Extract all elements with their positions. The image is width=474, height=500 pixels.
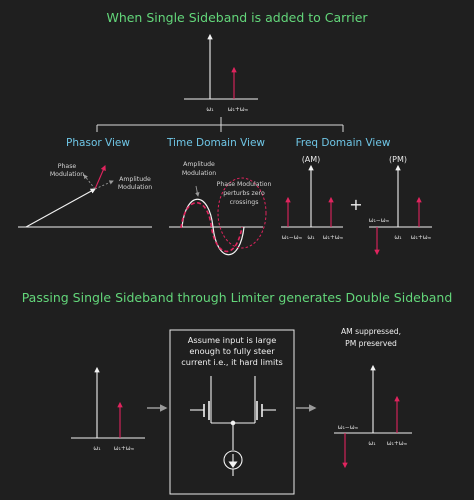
phasor-carrier-vector xyxy=(25,188,96,228)
pm-tick-upper: ω₁+ωₘ xyxy=(411,235,432,241)
time-amp-label-1: Amplitude xyxy=(183,161,215,168)
top-spectrum: ω₁ ω₁+ωₘ xyxy=(184,33,258,113)
phase-mod-arrow xyxy=(83,174,96,190)
zero-crossing-highlight xyxy=(217,177,267,249)
plus-sign: + xyxy=(349,195,362,214)
input-spectrum: ω₁ ω₁+ωₘ xyxy=(71,366,145,452)
time-amp-pointer xyxy=(195,185,200,197)
time-amp-label-2: Modulation xyxy=(182,170,216,177)
am-tick-upper: ω₁+ωₘ xyxy=(323,235,344,241)
time-phase-label-2: perturbs zero xyxy=(223,190,265,197)
freq-domain-heading: Freq Domain View xyxy=(296,137,391,149)
phasor-amp-label-1: Amplitude xyxy=(119,176,151,183)
pm-tick-carrier: ω₁ xyxy=(394,235,401,241)
limiter-note-1: Assume input is large xyxy=(188,335,277,345)
top-carrier-tick: ω₁ xyxy=(206,107,213,113)
diff-pair-circuit xyxy=(190,376,276,476)
output-tick-lower: ω₁−ωₘ xyxy=(338,425,359,431)
amp-mod-arrow xyxy=(94,180,114,190)
output-tick-carrier: ω₁ xyxy=(368,441,375,447)
input-tick-carrier: ω₁ xyxy=(93,446,100,452)
time-carrier-wave xyxy=(181,198,245,256)
time-modulated-wave xyxy=(180,201,243,253)
am-label: (AM) xyxy=(302,155,321,164)
output-note-1: AM suppressed, xyxy=(341,327,401,336)
limiter-border xyxy=(169,329,295,495)
pm-label: (PM) xyxy=(389,155,407,164)
top-title: When Single Sideband is added to Carrier xyxy=(106,10,368,25)
freq-domain-diagram: (AM) (PM) ω₁−ωₘ ω₁ ω₁+ωₘ + ω₁−ωₘ ω₁ ω₁+ω… xyxy=(281,155,432,256)
time-phase-label-1: Phase Modulation xyxy=(217,181,272,188)
limiter-box: Assume input is large enough to fully st… xyxy=(169,329,295,495)
time-phase-label-3: crossings xyxy=(230,199,259,206)
output-tick-upper: ω₁+ωₘ xyxy=(387,441,408,447)
branch-connector xyxy=(96,117,344,132)
phasor-diagram: Phase Modulation Amplitude Modulation xyxy=(18,163,152,228)
am-tick-carrier: ω₁ xyxy=(307,235,314,241)
phasor-view-heading: Phasor View xyxy=(66,137,130,149)
input-tick-sideband: ω₁+ωₘ xyxy=(114,446,135,452)
phasor-phase-label-1: Phase xyxy=(58,163,77,170)
am-tick-lower: ω₁−ωₘ xyxy=(282,235,303,241)
limiter-note-2: enough to fully steer xyxy=(189,346,275,356)
phasor-phase-label-2: Modulation xyxy=(50,171,84,178)
top-sideband-tick: ω₁+ωₘ xyxy=(228,107,249,113)
bottom-title: Passing Single Sideband through Limiter … xyxy=(22,290,453,305)
time-domain-heading: Time Domain View xyxy=(166,137,265,149)
time-domain-diagram: Amplitude Modulation Phase Modulation pe… xyxy=(169,161,272,256)
phasor-sideband-vector xyxy=(94,164,106,190)
phasor-amp-label-2: Modulation xyxy=(118,184,152,191)
output-spectrum: ω₁−ωₘ ω₁ ω₁+ωₘ xyxy=(334,364,412,469)
pm-tick-lower: ω₁−ωₘ xyxy=(369,218,390,224)
limiter-note-3: current i.e., it hard limits xyxy=(181,357,282,367)
output-note-2: PM preserved xyxy=(345,339,397,348)
